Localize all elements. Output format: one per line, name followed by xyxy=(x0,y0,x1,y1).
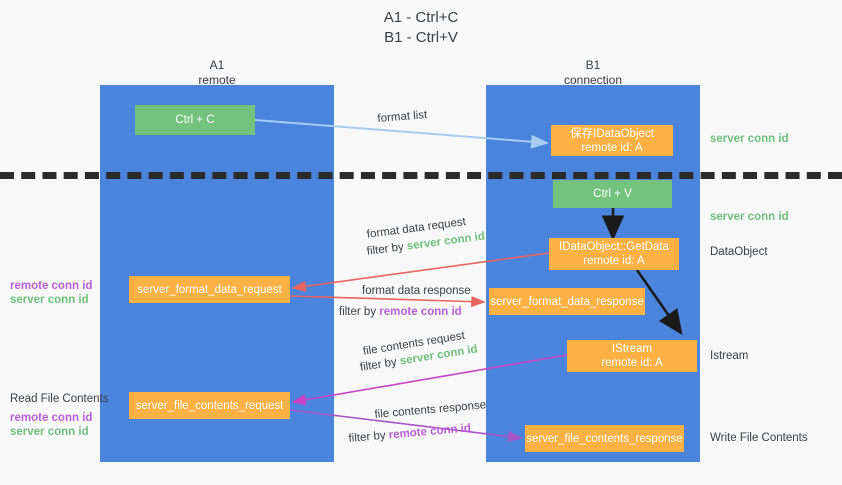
box-server-format-data-response[interactable]: server_format_data_response xyxy=(489,288,645,315)
column-a1-name: A1 xyxy=(209,58,225,72)
box-create-idataobject-line2: remote id: A xyxy=(581,141,643,154)
edge-label-format-data-response-filter: filter by remote conn id xyxy=(339,305,462,320)
box-ctrl-v-label: Ctrl + V xyxy=(593,188,632,200)
label-server-conn-id-1: server conn id xyxy=(10,294,89,306)
phase-separator xyxy=(0,172,842,179)
edge-label-fcresp-filter-prefix: filter by xyxy=(348,429,390,445)
box-getdata-line1: IDataObject::GetData xyxy=(559,241,669,253)
label-remote-conn-id-2: remote conn id xyxy=(10,412,93,424)
label-istream: Istream xyxy=(710,350,749,362)
edge-label-format-list: format list xyxy=(377,109,428,125)
box-server-format-data-request-label: server_format_data_request xyxy=(137,283,282,296)
edge-label-file-contents-response-filter: filter by remote conn id xyxy=(348,421,472,447)
box-create-idataobject[interactable]: 保存IDataObject remote id: A xyxy=(551,125,673,156)
label-server-conn-id-2: server conn id xyxy=(10,426,89,438)
box-ctrl-v[interactable]: Ctrl + V xyxy=(553,180,672,208)
label-read-file-contents: Read File Contents xyxy=(10,393,109,405)
box-idataobject-getdata[interactable]: IDataObject::GetData remote id: A xyxy=(549,238,679,270)
title-line-2: B1 - Ctrl+V xyxy=(384,29,458,46)
box-server-file-contents-response[interactable]: server_file_contents_response xyxy=(525,425,684,452)
box-getdata-line2: remote id: A xyxy=(583,255,645,267)
label-dataobject: DataObject xyxy=(710,246,768,258)
title-line-1: A1 - Ctrl+C xyxy=(383,9,459,26)
column-a1-sub: remote xyxy=(198,73,236,87)
box-istream[interactable]: IStream remote id: A xyxy=(567,340,697,372)
label-write-file-contents: Write File Contents xyxy=(710,432,808,444)
edge-label-fcresp-filter-key: remote conn id xyxy=(388,422,472,442)
box-server-file-contents-request[interactable]: server_file_contents_request xyxy=(129,392,290,419)
column-caption-b1: B1 connection xyxy=(486,58,700,88)
label-server-conn-id-top: server conn id xyxy=(710,133,789,145)
box-create-idataobject-line1: 保存IDataObject xyxy=(570,127,654,140)
column-b1-name: B1 xyxy=(585,58,601,72)
column-b1-sub: connection xyxy=(563,73,623,87)
edge-label-fdresp-filter-prefix: filter by xyxy=(339,306,380,318)
box-istream-line1: IStream xyxy=(611,343,653,355)
label-remote-conn-id-1: remote conn id xyxy=(10,280,93,292)
box-ctrl-c-label: Ctrl + C xyxy=(175,114,215,126)
box-server-file-contents-response-label: server_file_contents_response xyxy=(526,432,683,445)
box-server-file-contents-request-label: server_file_contents_request xyxy=(135,399,284,412)
box-server-format-data-response-label: server_format_data_response xyxy=(490,295,644,308)
page-title: A1 - Ctrl+C B1 - Ctrl+V xyxy=(0,8,842,48)
edge-label-file-contents-response: file contents response xyxy=(374,399,487,421)
column-caption-a1: A1 remote xyxy=(100,58,334,88)
box-ctrl-c[interactable]: Ctrl + C xyxy=(135,105,255,135)
edge-label-fdr-filter-prefix: filter by xyxy=(366,240,408,258)
edge-label-fdresp-filter-key: remote conn id xyxy=(379,306,462,318)
edge-label-format-data-response: format data response xyxy=(362,285,471,297)
box-server-format-data-request[interactable]: server_format_data_request xyxy=(129,276,290,303)
box-istream-line2: remote id: A xyxy=(601,357,663,369)
label-server-conn-id-mid: server conn id xyxy=(710,211,789,223)
